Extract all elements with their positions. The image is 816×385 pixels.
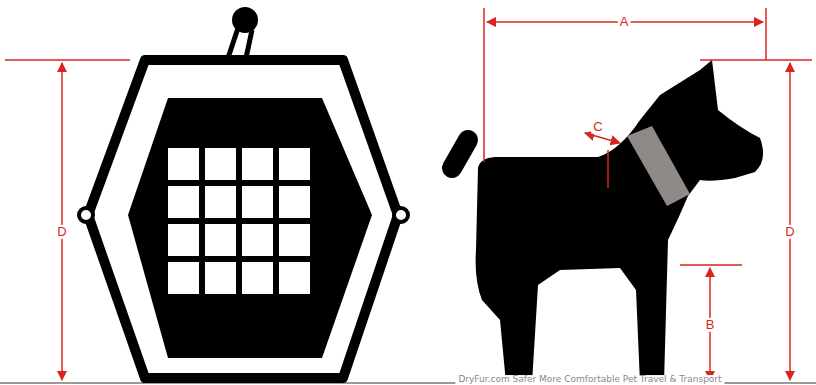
grid-cell xyxy=(168,148,199,180)
grid-cell xyxy=(205,148,236,180)
grid-cell xyxy=(279,186,310,218)
dimension-label: D xyxy=(55,225,68,239)
grid-cell xyxy=(279,262,310,294)
dimension-lines xyxy=(5,8,812,380)
grid-cell xyxy=(279,224,310,256)
dimension-label: D xyxy=(783,225,796,239)
crate-latch xyxy=(79,208,93,222)
grid-cell xyxy=(205,224,236,256)
crate-body xyxy=(88,60,398,378)
crate-latch xyxy=(394,208,408,222)
grid-cell xyxy=(205,262,236,294)
crate-grid xyxy=(168,148,310,294)
dimension-label: B xyxy=(704,318,717,332)
watermark: DryFur.com Safer More Comfortable Pet Tr… xyxy=(455,375,724,385)
grid-cell xyxy=(242,224,273,256)
crate-door xyxy=(128,98,372,358)
dimension-label: C xyxy=(591,120,604,134)
dimension-label: A xyxy=(618,15,631,29)
grid-cell xyxy=(242,262,273,294)
grid-cell xyxy=(279,148,310,180)
grid-cell xyxy=(168,224,199,256)
grid-cell xyxy=(242,148,273,180)
crate-handle xyxy=(228,7,258,58)
grid-cell xyxy=(168,186,199,218)
grid-cell xyxy=(205,186,236,218)
grid-cell xyxy=(242,186,273,218)
grid-cell xyxy=(168,262,199,294)
dog-silhouette xyxy=(452,60,763,383)
